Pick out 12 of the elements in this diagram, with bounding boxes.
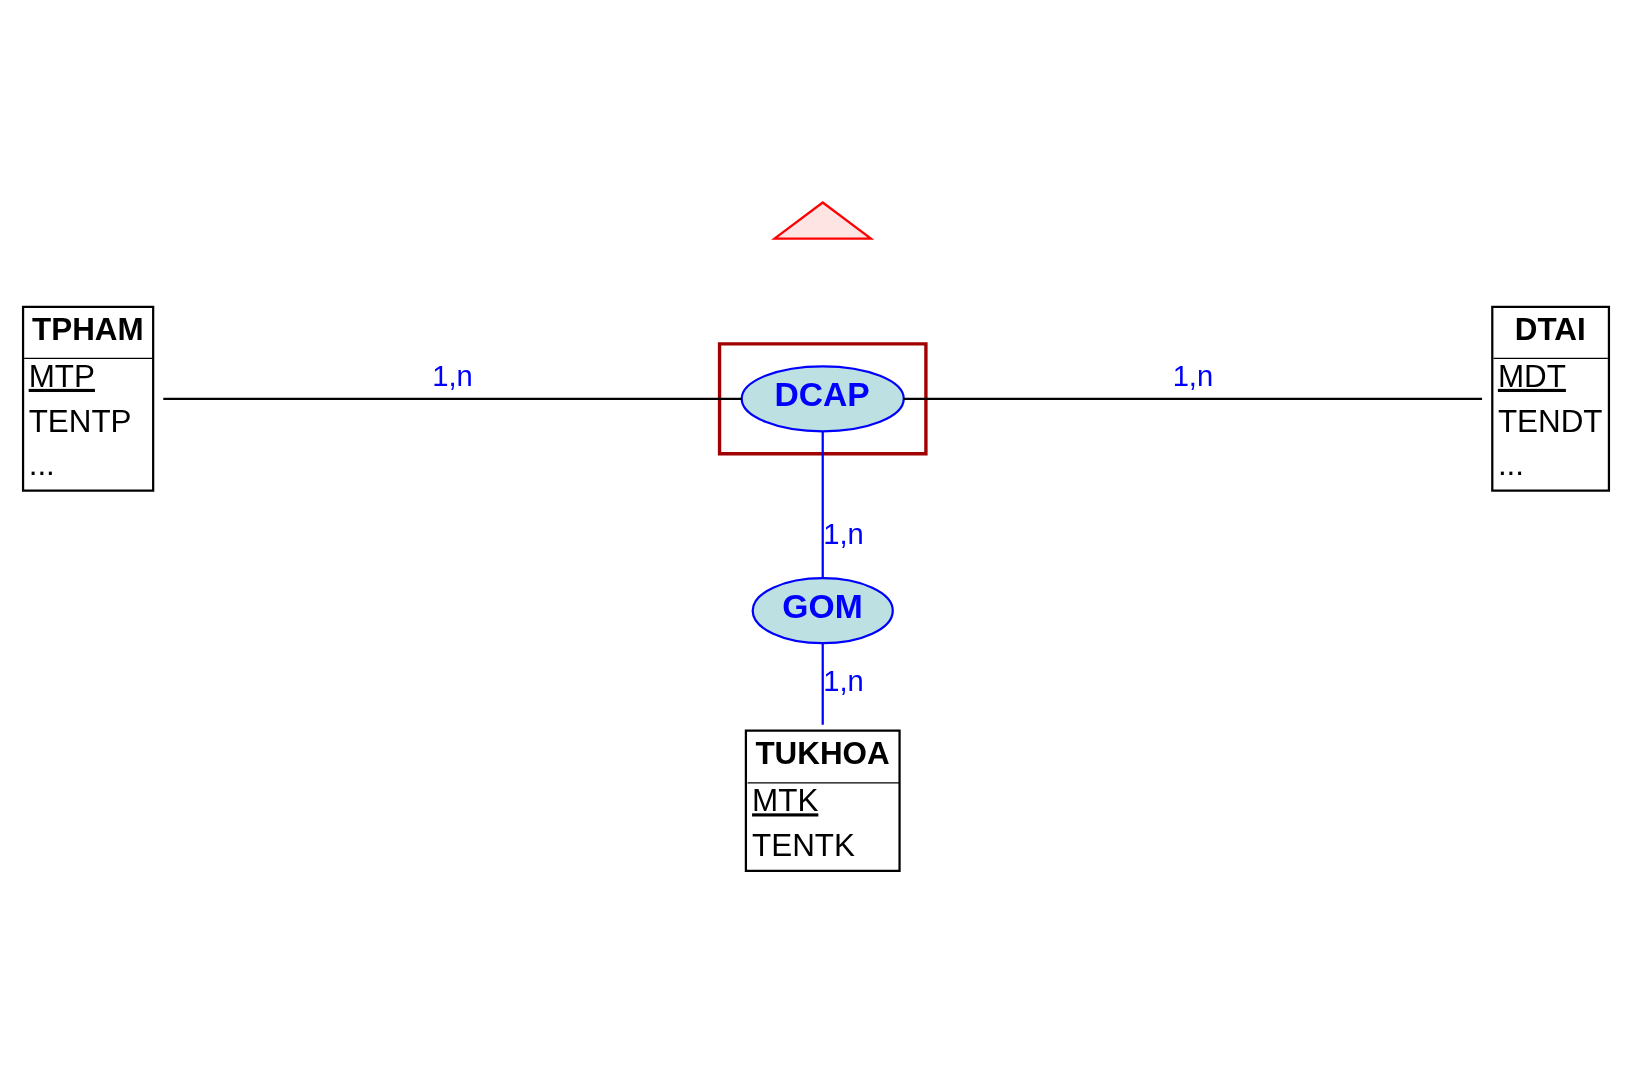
node-ellipse: GOM — [751, 576, 894, 644]
connector — [821, 642, 824, 725]
edge-label: 1,n — [823, 517, 864, 550]
connector — [821, 430, 824, 578]
node-callout — [771, 200, 875, 240]
edge-label: 1,n — [1172, 359, 1214, 392]
cluster — [717, 341, 928, 455]
connector — [903, 397, 1483, 400]
edge-label: 1,n — [432, 359, 473, 392]
connector — [163, 397, 742, 400]
node-ellipse: DCAP — [740, 364, 905, 432]
edge-label: 1,n — [823, 664, 864, 697]
